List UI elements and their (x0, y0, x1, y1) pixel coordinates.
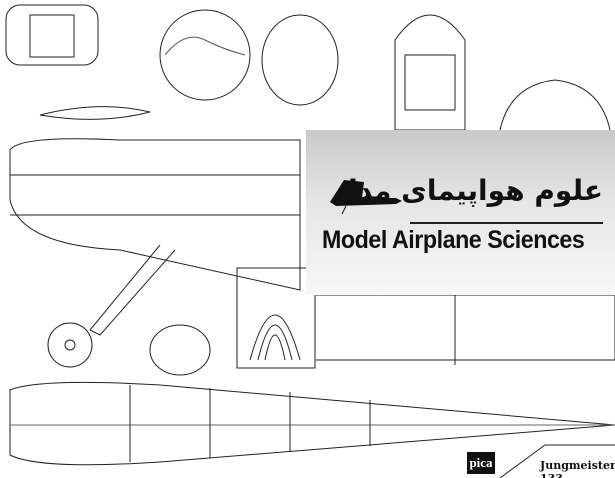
model-name: Jungmeister 133 (540, 459, 615, 478)
fin-cutout (404, 54, 456, 111)
fuselage-side-view (9, 138, 301, 291)
wheel (47, 322, 93, 368)
landing-gear (89, 244, 176, 336)
wing-plan (316, 294, 615, 361)
publisher-logo: pica (467, 452, 495, 474)
logo-banner: علوم هواپیمای مدل Model Airplane Science… (306, 130, 615, 295)
cowl-front-view (5, 4, 99, 66)
airplane-logo-gear (341, 205, 347, 215)
section-b (261, 14, 339, 106)
wheel-hub (64, 339, 76, 351)
instrument-panel (149, 324, 211, 376)
engine-mount (29, 14, 75, 58)
airfoil (39, 106, 151, 120)
airplane-logo-icon (330, 180, 402, 215)
title-divider (410, 222, 603, 224)
former-outlines (249, 314, 301, 361)
persian-title: علوم هواپیمای مدل (333, 174, 603, 207)
stabilizer (499, 79, 611, 131)
fuselage-top-view (9, 381, 615, 466)
english-title: Model Airplane Sciences (322, 226, 585, 254)
airplane-logo-body (330, 180, 402, 206)
formers-detail (236, 267, 316, 369)
section-a (159, 9, 251, 101)
title-block-border (499, 444, 615, 478)
section-a-grain-line (164, 36, 246, 56)
fin-top-view (394, 14, 466, 131)
